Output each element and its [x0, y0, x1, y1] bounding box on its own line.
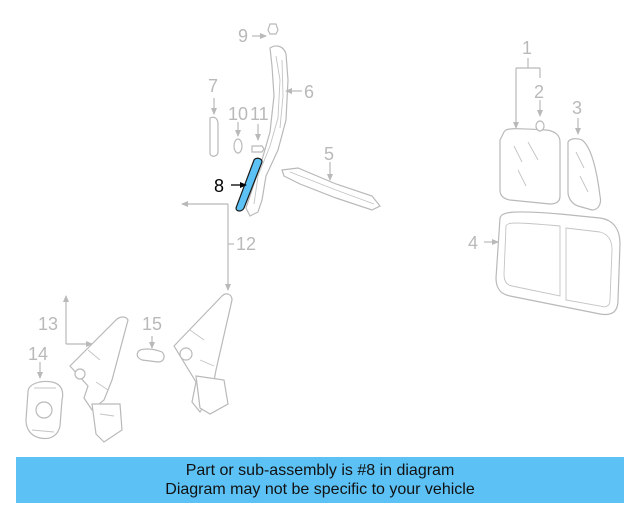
- info-banner: Part or sub-assembly is #8 in diagram Di…: [16, 457, 624, 503]
- part-1-glass: [499, 58, 561, 205]
- callout-4: 4: [468, 233, 478, 253]
- part-4-window-frame: [484, 211, 621, 316]
- callout-12: 12: [236, 234, 256, 254]
- callout-2: 2: [534, 82, 544, 102]
- part-8-molding: [231, 157, 263, 212]
- part-5-sill-plate: [281, 162, 381, 211]
- part-3-quarter-glass: [567, 118, 602, 211]
- callout-15: 15: [142, 314, 162, 334]
- part-7-weatherstrip: [209, 98, 219, 157]
- part-13-regulator: [63, 295, 129, 443]
- callout-10: 10: [228, 104, 248, 124]
- callout-8: 8: [214, 176, 224, 196]
- part-6-pillar-trim: [245, 45, 302, 217]
- part-11-screw: [251, 124, 265, 153]
- callout-6: 6: [304, 82, 314, 102]
- callout-14: 14: [28, 344, 48, 364]
- callout-11: 11: [250, 104, 269, 124]
- part-2-latch: [535, 100, 545, 132]
- banner-line-2: Diagram may not be specific to your vehi…: [165, 481, 475, 498]
- callout-7: 7: [208, 76, 218, 96]
- callout-13: 13: [38, 314, 58, 334]
- callout-9: 9: [238, 26, 248, 46]
- callout-5: 5: [324, 144, 334, 164]
- banner-line-1: Part or sub-assembly is #8 in diagram: [185, 462, 455, 479]
- part-regulator-right: [173, 293, 233, 415]
- part-15-bracket: [136, 336, 165, 363]
- part-12-leaders: [181, 201, 234, 291]
- part-14-motor: [25, 362, 64, 440]
- part-9-clip: [252, 23, 279, 39]
- part-10-grommet: [233, 122, 243, 154]
- callout-1: 1: [522, 38, 532, 58]
- callout-3: 3: [572, 98, 582, 118]
